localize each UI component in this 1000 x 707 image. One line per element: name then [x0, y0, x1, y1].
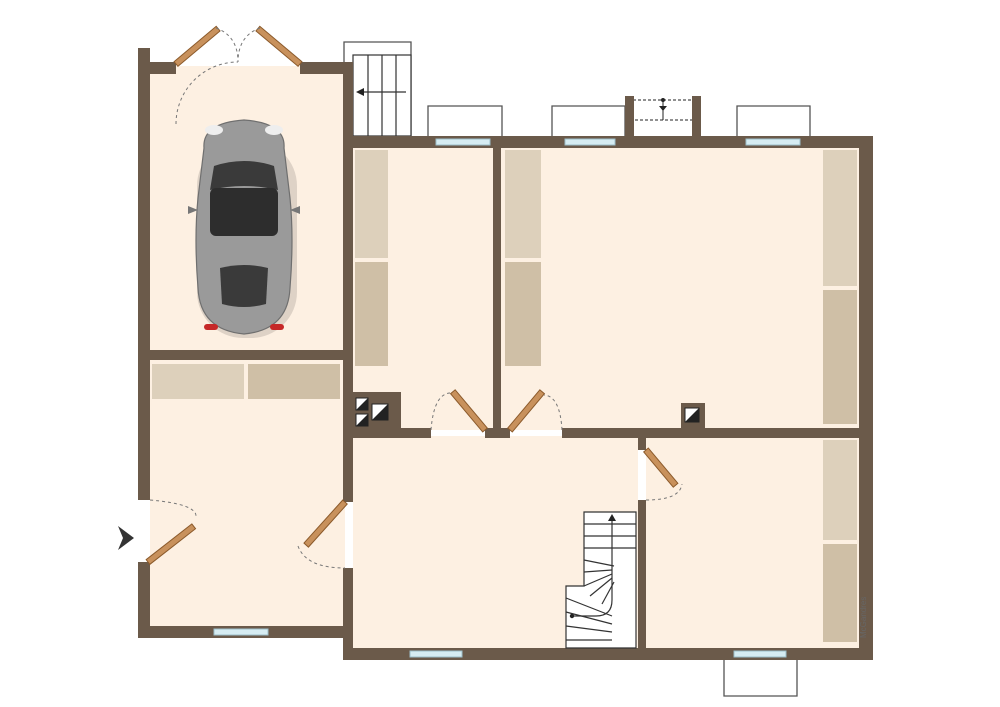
- stairs-direction-arrow-icon: [356, 88, 364, 96]
- window-bay: [723, 660, 798, 697]
- window: [564, 138, 616, 146]
- wardrobe: [355, 150, 388, 258]
- wardrobe: [355, 262, 388, 366]
- window: [745, 138, 801, 146]
- wardrobe: [505, 262, 541, 366]
- wall: [138, 62, 176, 74]
- wall: [300, 62, 353, 74]
- utility-room-floor: [150, 360, 345, 628]
- window: [733, 650, 787, 658]
- watermark: McGandres: [859, 597, 868, 638]
- exterior-features: [343, 41, 811, 697]
- floor-areas: [150, 66, 859, 650]
- doors: [145, 25, 683, 569]
- window-bay: [736, 105, 811, 138]
- garage-double-door: [173, 25, 303, 125]
- service-symbols: [355, 397, 705, 429]
- wall: [485, 428, 510, 438]
- wardrobe: [248, 364, 340, 399]
- chimney-hatch: [632, 98, 694, 121]
- window: [435, 138, 491, 146]
- wardrobe: [823, 544, 857, 642]
- wardrobe: [505, 150, 541, 258]
- wall: [493, 148, 501, 430]
- bedroom-small-door: [642, 447, 683, 501]
- front-door: [145, 499, 197, 566]
- entrance-arrow-icon: [118, 526, 134, 550]
- wardrobe: [823, 290, 857, 424]
- window-bay: [551, 105, 626, 138]
- wall: [343, 568, 353, 660]
- wall: [138, 562, 150, 638]
- chimney-wall: [692, 96, 701, 138]
- window: [213, 628, 269, 636]
- wall: [353, 428, 431, 438]
- wardrobe: [823, 150, 857, 286]
- external-stairs: [352, 54, 412, 137]
- wall: [150, 350, 345, 360]
- bedroom-main-floor: [501, 148, 859, 430]
- car-icon: [188, 119, 300, 338]
- bedroom-left-door: [430, 389, 489, 433]
- window-bay: [427, 105, 503, 138]
- wall: [638, 500, 646, 652]
- wall: [138, 48, 150, 500]
- wall: [343, 62, 353, 502]
- chimney-wall: [625, 96, 634, 138]
- window: [409, 650, 463, 658]
- bedroom-main-door: [506, 389, 563, 433]
- wardrobes: [152, 150, 857, 642]
- wall: [562, 428, 873, 438]
- windows: [213, 138, 801, 658]
- wardrobe: [152, 364, 244, 399]
- wall: [859, 136, 873, 660]
- wardrobe: [823, 440, 857, 540]
- staircase-icon: [565, 511, 637, 649]
- wall: [638, 436, 646, 450]
- utility-hall-door: [297, 499, 348, 569]
